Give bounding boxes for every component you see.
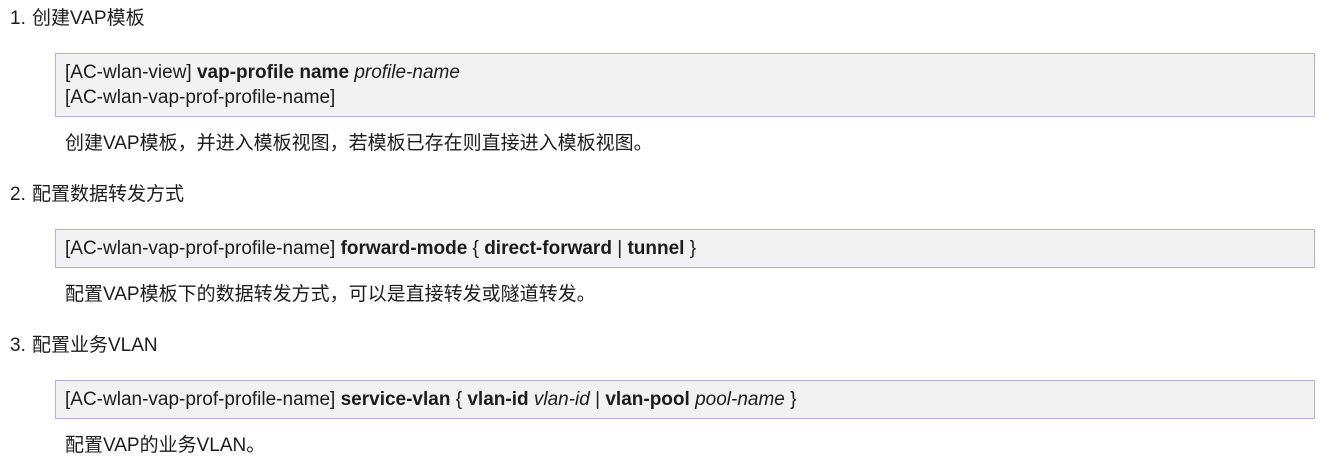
code-block: [AC-wlan-vap-prof-profile-name] service-… [55, 380, 1315, 419]
step-item: 1. 创建VAP模板 [AC-wlan-view] vap-profile na… [0, 6, 1327, 156]
code-segment-bold: vlan-pool [605, 389, 690, 410]
code-line: [AC-wlan-vap-prof-profile-name] forward-… [65, 236, 1304, 261]
code-block: [AC-wlan-vap-prof-profile-name] forward-… [55, 229, 1315, 268]
code-line: [AC-wlan-view] vap-profile name profile-… [65, 60, 1304, 85]
step-number: 1. [10, 8, 26, 29]
step-head: 3. 配置业务VLAN [0, 333, 1327, 358]
code-segment-plain: { [450, 389, 468, 410]
code-segment-plain: } [684, 238, 697, 259]
step-number: 3. [10, 335, 26, 356]
code-segment-bold: vlan-id [467, 389, 529, 410]
code-segment-bold: service-vlan [340, 389, 451, 410]
code-segment-italic: pool-name [695, 389, 785, 410]
step-list: 1. 创建VAP模板 [AC-wlan-view] vap-profile na… [0, 6, 1327, 458]
code-line: [AC-wlan-vap-prof-profile-name] service-… [65, 387, 1304, 412]
code-segment-bold: direct-forward [484, 238, 612, 259]
step-title: 配置业务VLAN [32, 335, 158, 356]
code-segment-italic: profile-name [354, 62, 460, 83]
step-title: 配置数据转发方式 [32, 184, 185, 205]
code-segment-italic: vlan-id [533, 389, 590, 410]
code-segment-plain: } [784, 389, 797, 410]
step-item: 3. 配置业务VLAN [AC-wlan-vap-prof-profile-na… [0, 333, 1327, 458]
code-segment-plain: [AC-wlan-view] [65, 62, 197, 83]
code-segment-plain: | [611, 238, 628, 259]
code-block: [AC-wlan-view] vap-profile name profile-… [55, 53, 1315, 117]
step-head: 1. 创建VAP模板 [0, 6, 1327, 31]
code-segment-bold: vap-profile name [196, 62, 350, 83]
code-segment-plain: [AC-wlan-vap-prof-profile-name] [65, 389, 341, 410]
code-segment-bold: forward-mode [340, 238, 468, 259]
code-segment-plain: { [467, 238, 485, 259]
code-segment-plain: [AC-wlan-vap-prof-profile-name] [65, 87, 336, 108]
step-head: 2. 配置数据转发方式 [0, 182, 1327, 207]
code-segment-bold: tunnel [627, 238, 685, 259]
code-segment-plain: [AC-wlan-vap-prof-profile-name] [65, 238, 341, 259]
step-description: 配置VAP模板下的数据转发方式，可以是直接转发或隧道转发。 [65, 284, 596, 305]
code-line: [AC-wlan-vap-prof-profile-name] [65, 85, 1304, 110]
step-number: 2. [10, 184, 26, 205]
step-description: 配置VAP的业务VLAN。 [65, 435, 266, 456]
code-segment-plain: | [589, 389, 606, 410]
step-title: 创建VAP模板 [32, 8, 145, 29]
document-content: 1. 创建VAP模板 [AC-wlan-view] vap-profile na… [0, 6, 1327, 458]
step-item: 2. 配置数据转发方式 [AC-wlan-vap-prof-profile-na… [0, 182, 1327, 307]
step-description: 创建VAP模板，并进入模板视图，若模板已存在则直接进入模板视图。 [65, 133, 653, 154]
